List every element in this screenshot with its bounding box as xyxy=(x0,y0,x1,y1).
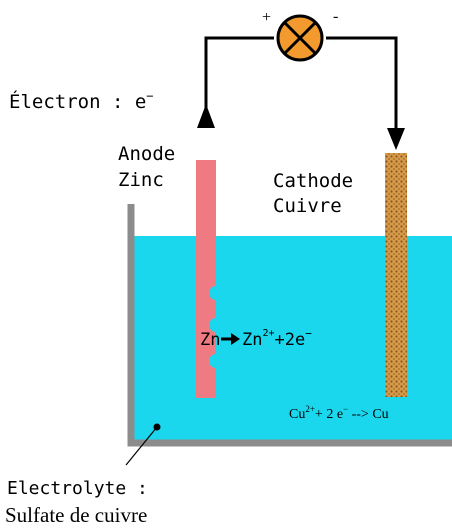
wire-anode xyxy=(204,36,274,118)
electrolyte-pointer-line xyxy=(125,426,158,466)
arrow-up-icon xyxy=(197,104,215,128)
cathode-label: Cathode Cuivre xyxy=(273,170,365,217)
light-bulb-icon xyxy=(276,14,324,62)
anode-reaction-lhs: Zn xyxy=(200,330,220,350)
electrolyte-label-line2: Sulfate de cuivre xyxy=(5,503,147,527)
arrow-down-icon xyxy=(387,128,405,150)
arrow-right-icon xyxy=(221,333,240,345)
wire-cathode xyxy=(326,36,398,135)
bulb-minus-sign: - xyxy=(333,8,338,25)
anode-label: Anode Zinc xyxy=(118,143,187,191)
beaker xyxy=(127,204,452,447)
anode-electrode xyxy=(196,160,216,398)
electrolyte-label-line1: Electrolyte : xyxy=(7,478,148,499)
bulb-plus-sign: + xyxy=(262,9,271,26)
anode-reaction-product: Zn2++2e− xyxy=(242,327,312,350)
cathode-reaction: Cu2++ 2 e− --> Cu xyxy=(289,404,389,422)
electron-label: Électron : e− xyxy=(9,89,154,113)
cathode-electrode xyxy=(385,153,407,397)
